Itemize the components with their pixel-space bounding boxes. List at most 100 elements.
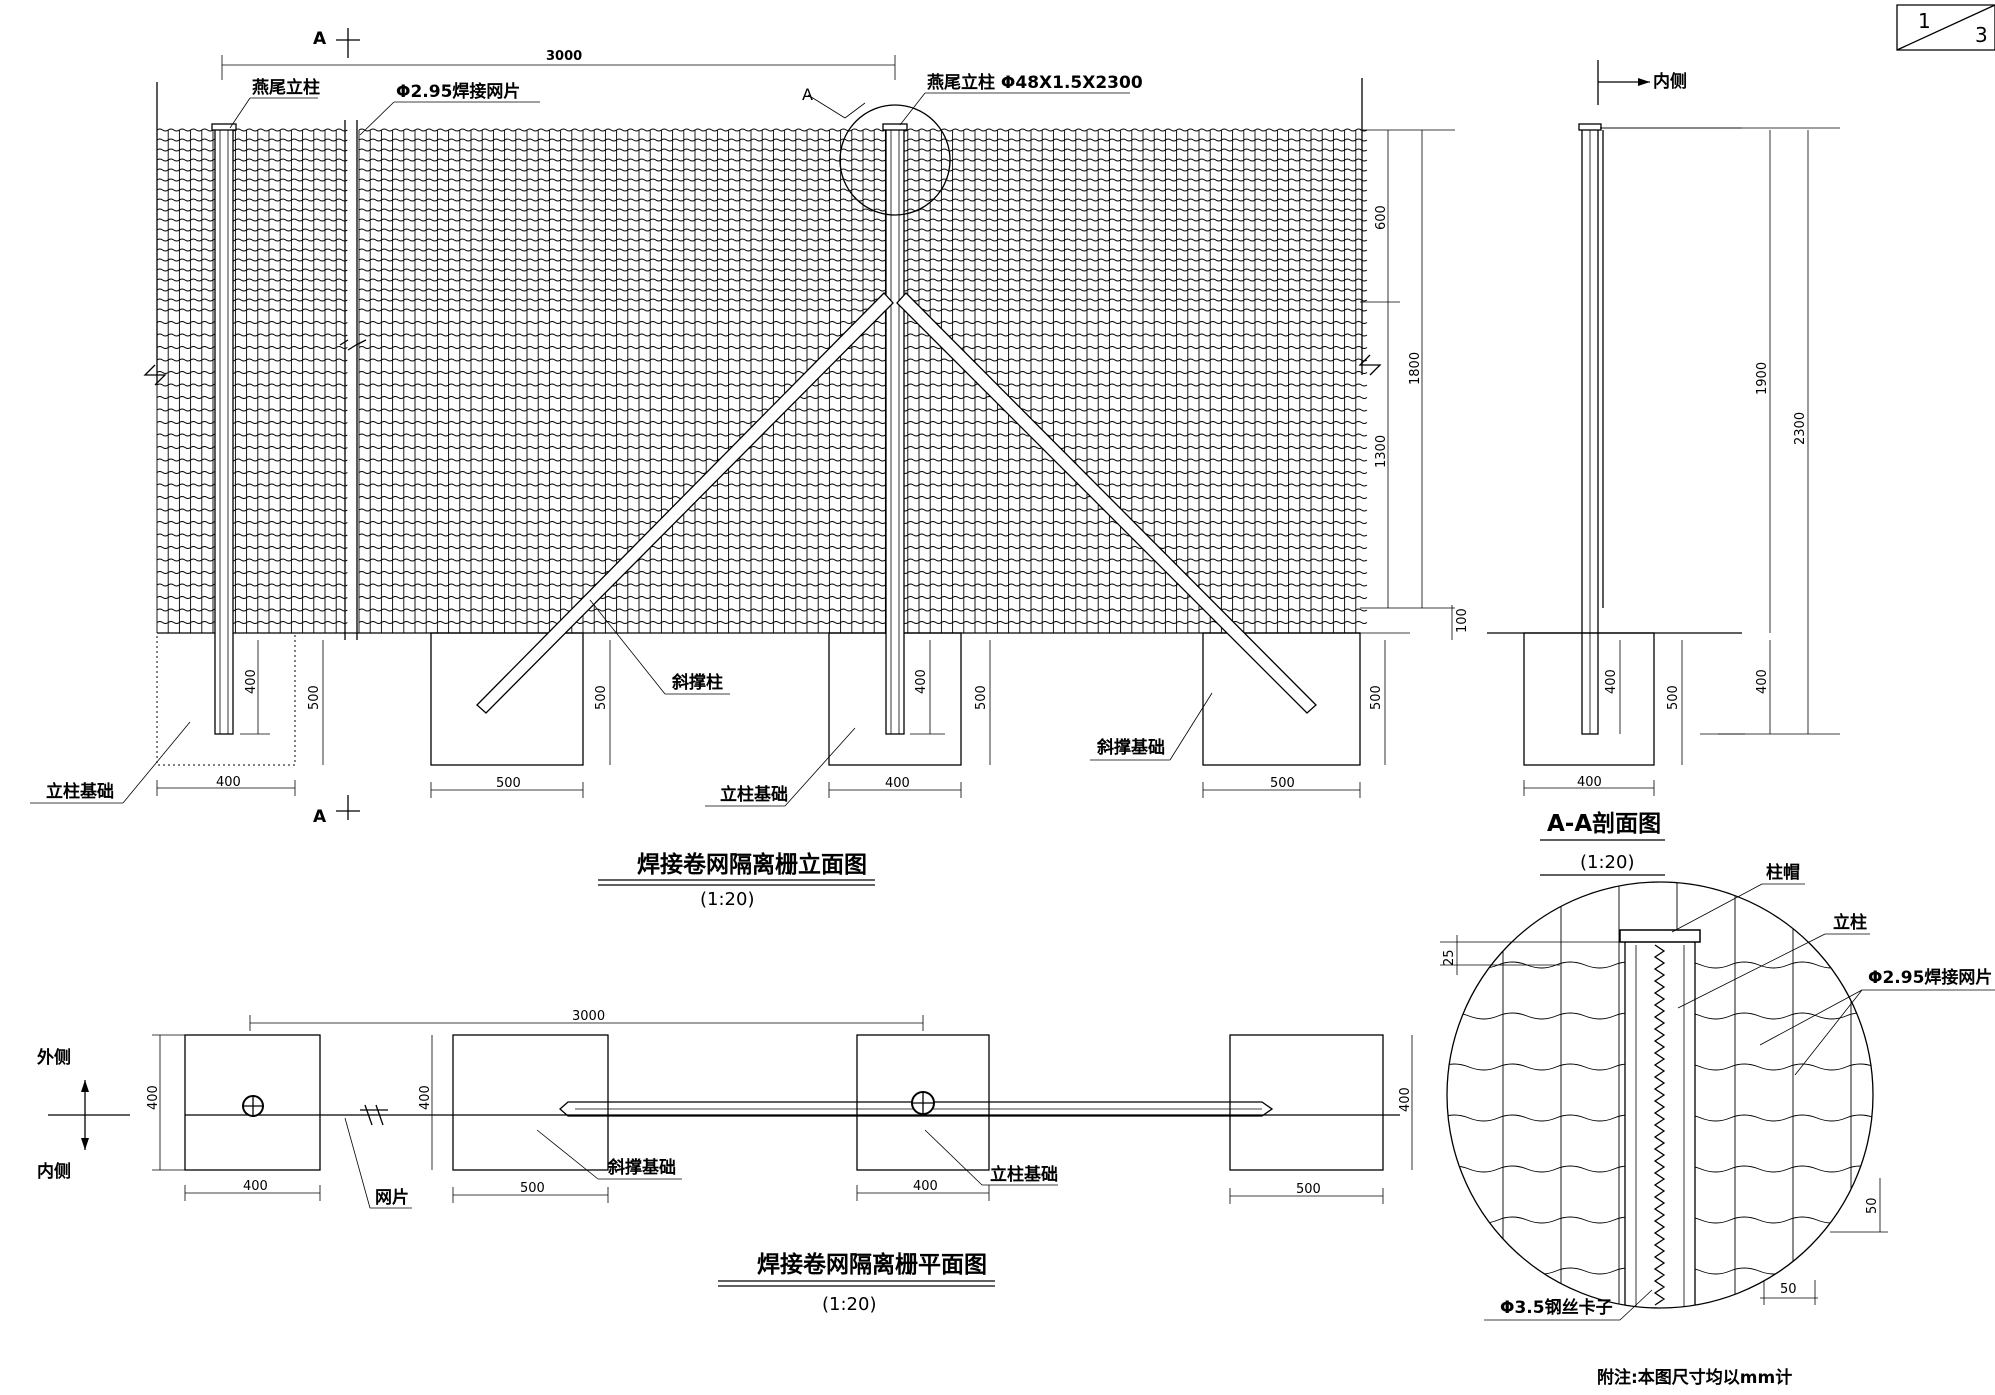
brace-foundation-2 — [1202, 632, 1361, 766]
svg-text:400: 400 — [216, 775, 241, 790]
plan-label-brace-foundation: 斜撑基础 — [607, 1157, 676, 1178]
svg-text:400: 400 — [243, 1179, 268, 1194]
plan-brace — [559, 1101, 1274, 1117]
detail-circle — [1446, 881, 1874, 1309]
dim-found-b1: 500 — [594, 640, 611, 765]
detail-label-cap: 柱帽 — [1766, 862, 1800, 883]
detail-post — [1624, 939, 1696, 1308]
dim-section-embed: 400 — [1604, 640, 1621, 734]
brace-left — [476, 292, 894, 714]
plan-title: 焊接卷网隔离栅平面图 — [757, 1251, 987, 1278]
elevation-scale: (1:20) — [700, 889, 754, 910]
plan-dim-w-b1: 500 — [452, 1181, 609, 1203]
svg-text:400: 400 — [1577, 775, 1602, 790]
plan-dim-400-left: 400 — [146, 1034, 185, 1171]
plan-post-mid — [911, 1091, 935, 1115]
section-inner-side: 内侧 — [1653, 71, 1687, 92]
label-post-foundation-left: 立柱基础 — [46, 781, 114, 802]
svg-text:400: 400 — [1755, 669, 1770, 694]
plan-view: 外侧 内侧 3000 — [37, 1009, 1413, 1315]
dim-2300: 2300 — [1793, 130, 1809, 734]
detail-dim-25: 25 — [1442, 935, 1458, 975]
dim-1300: 1300 — [1374, 302, 1389, 608]
svg-text:500: 500 — [307, 685, 322, 710]
dim-w-b2: 500 — [1202, 776, 1361, 798]
dim-embed-left: 400 — [240, 640, 270, 735]
svg-text:400: 400 — [913, 1179, 938, 1194]
plan-post-left — [242, 1095, 264, 1117]
plan-inner-side: 内侧 — [37, 1161, 71, 1182]
plan-dim-400-right: 400 — [1398, 1035, 1413, 1170]
svg-text:1900: 1900 — [1755, 362, 1770, 395]
dim-found-left: 500 — [307, 640, 324, 765]
brace-foundation-1 — [430, 632, 584, 766]
section-title: A-A剖面图 — [1547, 810, 1661, 837]
svg-text:25: 25 — [1442, 949, 1457, 966]
plan-dim-w-left: 400 — [184, 1179, 321, 1201]
section-mark-bottom: A — [313, 807, 327, 827]
plan-dim-400-b1: 400 — [418, 1035, 433, 1170]
detail-mark-a: A — [802, 85, 813, 104]
dim-w-mid: 400 — [828, 776, 962, 798]
plan-dim-w-b2: 500 — [1229, 1182, 1384, 1204]
svg-text:1300: 1300 — [1374, 435, 1389, 468]
detail-dim-50h: 50 — [1760, 1280, 1818, 1305]
dim-100: 100 — [1451, 605, 1470, 640]
note: 附注:本图尺寸均以mm计 — [1597, 1367, 1792, 1388]
section-mark-top: A — [313, 29, 327, 49]
dim-embed-mid: 400 — [910, 640, 945, 735]
svg-text:500: 500 — [496, 776, 521, 791]
brace-right — [896, 292, 1317, 714]
plan-dim-w-mid: 400 — [856, 1179, 990, 1201]
svg-text:2300: 2300 — [1793, 412, 1808, 445]
label-dovetail-post: 燕尾立柱 — [252, 77, 320, 98]
dim-1800: 1800 — [1408, 130, 1423, 608]
sheet-total: 3 — [1975, 23, 1988, 47]
dim-600: 600 — [1374, 130, 1389, 302]
section-foundation — [1523, 632, 1655, 766]
svg-text:600: 600 — [1374, 205, 1389, 230]
svg-text:500: 500 — [1666, 685, 1681, 710]
label-post-foundation-mid: 立柱基础 — [720, 784, 788, 805]
plan-scale: (1:20) — [822, 1294, 876, 1315]
svg-text:1800: 1800 — [1408, 352, 1423, 385]
dim-w-left: 400 — [156, 775, 296, 796]
post-mid — [882, 123, 908, 735]
svg-text:500: 500 — [1270, 776, 1295, 791]
label-brace: 斜撑柱 — [671, 672, 723, 693]
post-left — [211, 123, 237, 735]
dim-section-w: 400 — [1523, 775, 1655, 796]
plan-outer-side: 外侧 — [37, 1047, 71, 1068]
svg-text:400: 400 — [1398, 1087, 1413, 1112]
svg-text:500: 500 — [1296, 1182, 1321, 1197]
svg-text:50: 50 — [1780, 1282, 1797, 1297]
detail-view: 柱帽 立柱 Φ2.95焊接网片 Φ3.5钢丝卡子 25 50 50 — [1440, 862, 1995, 1321]
elevation-title: 焊接卷网隔离栅立面图 — [637, 851, 867, 878]
dim-1900: 1900 — [1755, 130, 1771, 633]
plan-post-foundation-left — [184, 1034, 321, 1171]
sheet-number-box: 1 3 — [1896, 4, 1995, 51]
detail-label-clip: Φ3.5钢丝卡子 — [1500, 1297, 1613, 1318]
svg-text:3000: 3000 — [546, 49, 582, 64]
dim-section-found: 500 — [1666, 640, 1683, 765]
label-dovetail-post-spec: 燕尾立柱 Φ48X1.5X2300 — [927, 72, 1143, 93]
elevation-view: A A A 3000 燕尾立柱 Φ2.95焊接网片 燕尾立柱 Φ48X1.5X2… — [30, 28, 1470, 910]
break-mark-left — [143, 364, 167, 386]
svg-text:400: 400 — [244, 669, 259, 694]
label-brace-foundation: 斜撑基础 — [1096, 737, 1165, 758]
break-mark-right — [1358, 354, 1382, 376]
dim-found-mid: 500 — [974, 640, 991, 765]
svg-text:3000: 3000 — [572, 1009, 605, 1024]
wire-clip — [1653, 944, 1666, 1306]
section-view: 内侧 1900 2300 400 500 4 — [1487, 60, 1840, 876]
plan-label-mesh: 网片 — [375, 1187, 409, 1208]
detail-label-mesh: Φ2.95焊接网片 — [1868, 967, 1992, 988]
svg-text:400: 400 — [146, 1085, 161, 1110]
svg-text:500: 500 — [594, 685, 609, 710]
welded-mesh — [156, 128, 1368, 633]
dim-span-3000: 3000 — [221, 49, 896, 80]
dim-w-b1: 500 — [430, 776, 584, 798]
svg-text:500: 500 — [974, 685, 989, 710]
dim-found-b2: 500 — [1369, 640, 1386, 765]
